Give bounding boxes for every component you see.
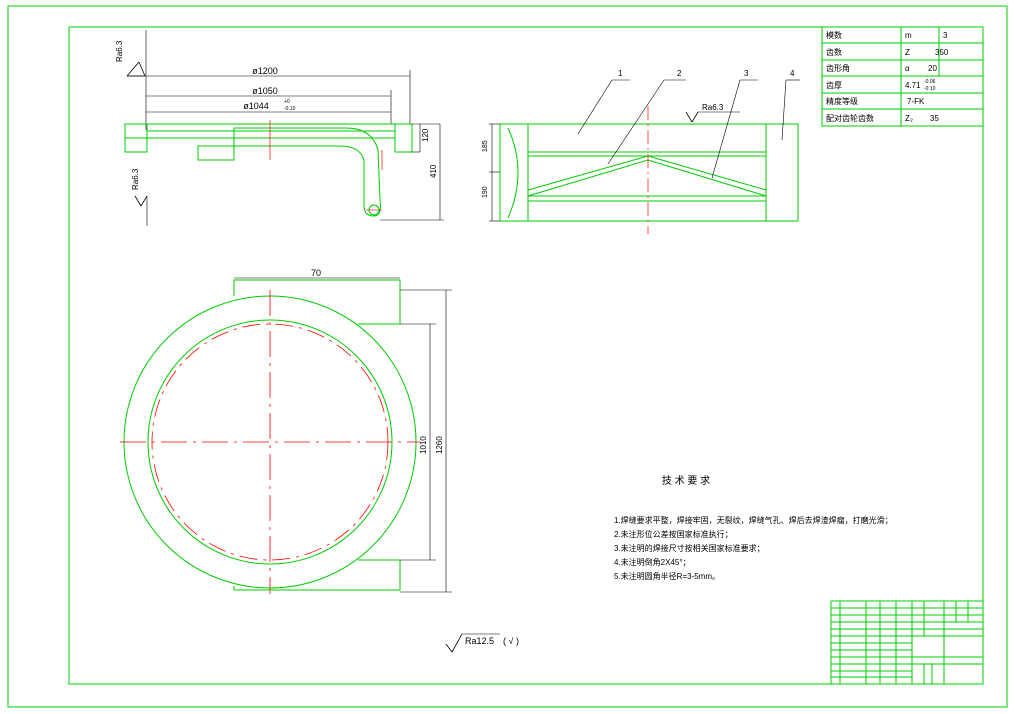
gear-table-value-0: 3: [943, 31, 948, 40]
section-view-top-left: Ra6.3 ø1200 ø1050 ø1044 +0 -0.10 120 41: [115, 30, 444, 226]
gear-table-symbol-2: α: [905, 64, 910, 73]
gear-table-label-0: 模数: [826, 30, 842, 40]
gear-parameter-table: 模数 m 3 齿数 Z 350 齿形角 α 20 齿厚 4.71 -0.06 -…: [821, 26, 984, 127]
dim-plan-1010: 1010: [419, 436, 428, 454]
dim-inner-tol-lower: -0.10: [284, 106, 296, 112]
dim-height-410: 410: [429, 164, 438, 178]
tech-req-title: 技 术 要 求: [662, 474, 710, 487]
callout-4: 4: [790, 69, 795, 78]
gear-table-label-4: 精度等级: [826, 96, 858, 106]
surface-finish-note: Ra12.5 ( √ ): [445, 633, 519, 653]
tech-req-item-1: 1.焊缝要求平整，焊接牢固，无裂纹，焊缝气孔、焊后去焊渣焊瘤，打磨光滑；: [614, 515, 893, 525]
title-block: [830, 600, 984, 685]
dim-inner-tol-upper: +0: [284, 99, 290, 105]
gear-table-label-3: 齿厚: [826, 81, 842, 90]
dim-height-120: 120: [421, 128, 430, 142]
dim-plan-1260: 1260: [435, 436, 444, 454]
roughness-symbol-upper: Ra6.3: [115, 40, 146, 77]
gear-table-label-5: 配对齿轮齿数: [826, 113, 874, 123]
tech-req-item-2: 2.未注形位公差按国家标准执行；: [614, 529, 733, 539]
dim-side-190: 190: [482, 186, 489, 198]
gear-table-symbol-5: Z₂: [905, 114, 913, 123]
callout-1: 1: [618, 69, 623, 78]
gear-table-value-5: 35: [930, 114, 939, 123]
roughness-label-lower: Ra6.3: [131, 168, 140, 190]
gear-table-value-4: 7-FK: [907, 97, 925, 106]
plan-view: 70 1010 1260: [120, 268, 452, 594]
callout-3: 3: [744, 69, 749, 78]
dim-middle-diameter: ø1050: [252, 86, 278, 96]
roughness-label-upper: Ra6.3: [115, 40, 124, 62]
gear-table-symbol-1: Z: [905, 48, 910, 57]
gear-table-label-1: 齿数: [826, 47, 842, 57]
gear-table-tol-upper-3: -0.06: [924, 79, 936, 85]
gear-table-value-2: 20: [928, 64, 937, 73]
side-view-frame: 185 190 1 2 3 4 Ra6.3: [482, 69, 800, 234]
dim-side-185: 185: [482, 140, 489, 152]
surface-finish-paren: ( √ ): [503, 636, 519, 646]
dim-plan-70: 70: [311, 268, 321, 278]
dim-inner-diameter: ø1044: [243, 101, 269, 111]
tech-req-item-5: 5.未注明圆角半径R=3-5mm。: [614, 571, 720, 581]
tech-req-item-3: 3.未注明的焊接尺寸按相关国家标准要求；: [614, 543, 765, 553]
tech-req-item-4: 4.未注明倒角2X45°；: [614, 557, 691, 567]
outer-border: [7, 5, 1008, 708]
dim-outer-diameter: ø1200: [252, 66, 278, 76]
gear-table-symbol-0: m: [905, 31, 912, 40]
gear-table-tol-lower-3: -0.10: [924, 86, 936, 92]
gear-table-value-1: 350: [935, 48, 949, 57]
gear-table-value-3: 4.71: [905, 81, 921, 90]
roughness-symbol-lower: Ra6.3: [131, 168, 148, 226]
callout-2: 2: [677, 69, 682, 78]
side-roughness-label: Ra6.3: [702, 103, 724, 112]
technical-requirements: 技 术 要 求 1.焊缝要求平整，焊接牢固，无裂纹，焊缝气孔、焊后去焊渣焊瘤，打…: [614, 474, 893, 581]
gear-table-label-2: 齿形角: [826, 63, 850, 73]
inner-border: [68, 26, 984, 685]
surface-finish-value: Ra12.5: [465, 636, 494, 646]
